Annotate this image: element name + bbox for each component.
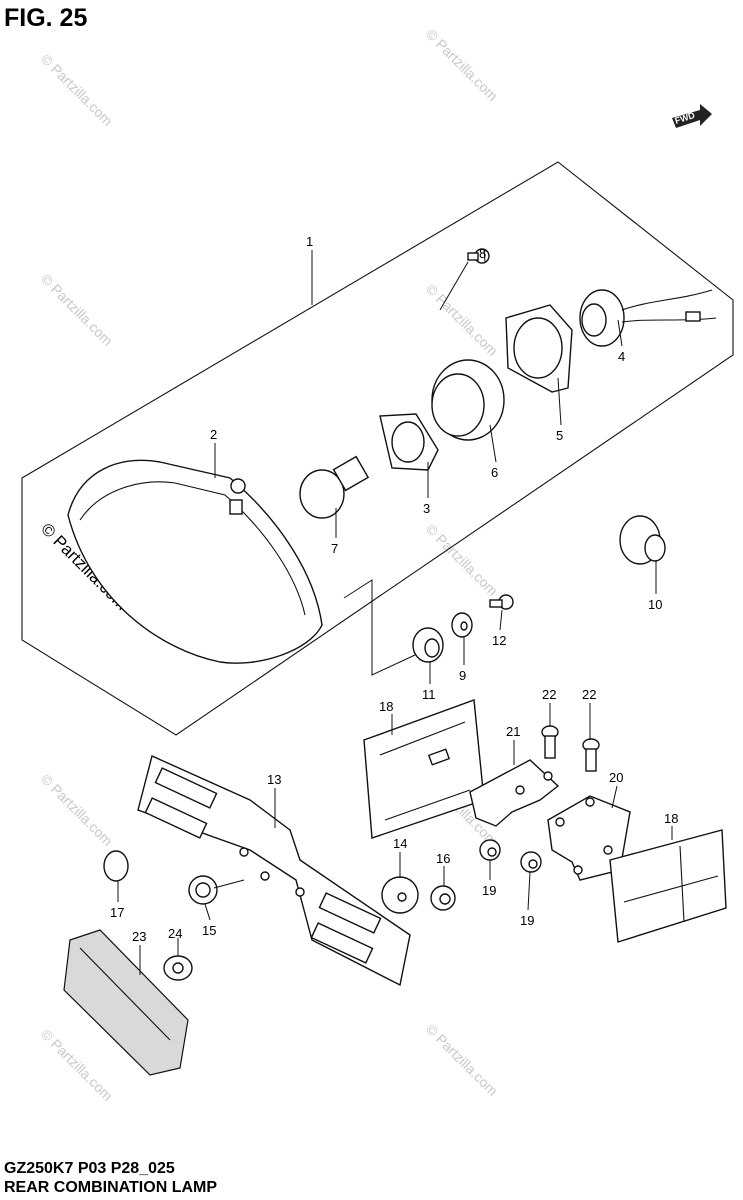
callout-1: 1 (306, 234, 313, 249)
bulb-part-7 (299, 455, 370, 519)
gasket-part-5 (505, 304, 573, 393)
callout-22-b: 22 (582, 687, 596, 702)
lamp-housing-part-2 (67, 459, 323, 664)
figure-title: FIG. 25 (4, 4, 88, 32)
screw-part-22-b (582, 738, 600, 772)
callout-labels: 1 2 3 4 5 6 7 8 9 10 11 12 13 14 15 16 1… (110, 234, 678, 944)
callout-3: 3 (423, 501, 430, 516)
callout-7: 7 (331, 541, 338, 556)
model-code: GZ250K7 P03 P28_025 (4, 1160, 175, 1177)
callout-17: 17 (110, 905, 124, 920)
callout-2: 2 (210, 427, 217, 442)
callout-6: 6 (491, 465, 498, 480)
assembly-outline (21, 161, 734, 736)
watermark-text: © Partzilla.com (423, 1021, 501, 1099)
callout-19-a: 19 (482, 883, 496, 898)
collar-part-16 (430, 885, 456, 911)
callout-23: 23 (132, 929, 146, 944)
cap-part-17 (103, 850, 129, 882)
reflector-part-3 (379, 413, 439, 471)
callout-24: 24 (168, 926, 182, 941)
bracket-part-21 (469, 759, 560, 827)
screw-part-22-a (541, 725, 559, 759)
callout-18-lower: 18 (664, 811, 678, 826)
washer-part-9 (451, 612, 473, 638)
callout-9: 9 (459, 668, 466, 683)
callout-12: 12 (492, 633, 506, 648)
diagram-name: REAR COMBINATION LAMP (4, 1179, 218, 1196)
nut-part-19-b (520, 851, 542, 873)
callout-5: 5 (556, 428, 563, 443)
callout-4: 4 (618, 349, 625, 364)
leader-line (343, 579, 416, 676)
washer-part-14 (381, 876, 419, 914)
forward-direction-icon: FWD (672, 104, 712, 128)
reflector-part-18-lower (609, 829, 727, 943)
lens-ring-part-6 (431, 359, 505, 441)
grommet-part-10 (619, 515, 666, 565)
callout-15: 15 (202, 923, 216, 938)
callout-10: 10 (648, 597, 662, 612)
screw-part-12 (489, 594, 514, 610)
license-bracket-part-13 (137, 755, 411, 987)
bolt-part-15 (188, 875, 245, 905)
callout-19-b: 19 (520, 913, 534, 928)
watermark-text: © Partzilla.com (423, 521, 501, 599)
callout-18-upper: 18 (379, 699, 393, 714)
socket-part-4 (579, 289, 717, 347)
callout-leaders (117, 249, 673, 975)
watermark-text: © Partzilla.com (38, 771, 116, 849)
watermark-text: © Partzilla.com (38, 271, 116, 349)
cushion-part-11 (412, 627, 444, 663)
watermark-text: © Partzilla.com (38, 1026, 116, 1104)
reflector-part-18-upper (363, 699, 485, 839)
watermark-text: © Partzilla.com (423, 26, 501, 104)
callout-16: 16 (436, 851, 450, 866)
callout-14: 14 (393, 836, 407, 851)
callout-8: 8 (479, 246, 486, 261)
callout-21: 21 (506, 724, 520, 739)
nut-part-24 (163, 955, 193, 981)
callout-11: 11 (422, 687, 436, 702)
nut-part-19-a (479, 839, 501, 861)
watermark-text: © Partzilla.com (423, 281, 501, 359)
watermark-text: © Partzilla.com (38, 51, 116, 129)
bracket-part-20 (547, 795, 631, 881)
reflex-reflector-part-23 (63, 929, 189, 1076)
screw-part-8 (439, 248, 490, 311)
callout-13: 13 (267, 772, 281, 787)
callout-22-a: 22 (542, 687, 556, 702)
callout-20: 20 (609, 770, 623, 785)
